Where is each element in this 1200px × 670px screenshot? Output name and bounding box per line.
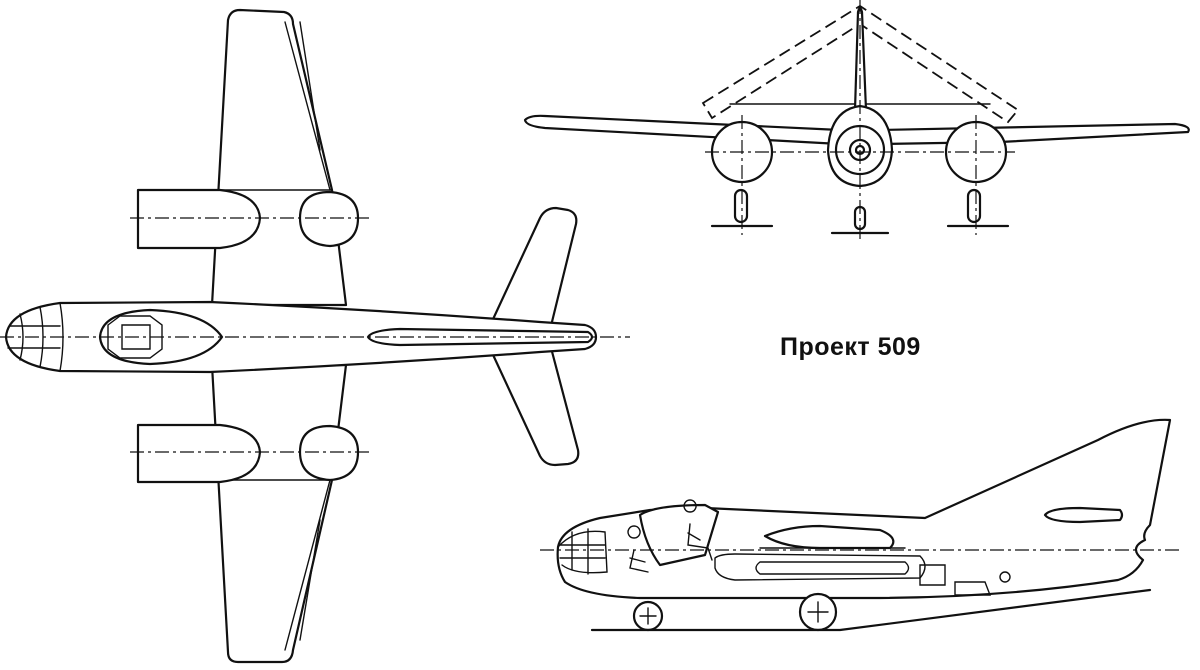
front-view-left-gear (733, 188, 749, 224)
side-view-bomb-bay (714, 553, 926, 581)
top-view (0, 8, 630, 664)
top-view-lower-flap-line (299, 519, 321, 641)
side-view-equipment-box (954, 581, 992, 596)
front-view (523, 0, 1190, 240)
top-view-lower-aileron-line (284, 479, 331, 651)
side-view-ground-line (590, 588, 1152, 632)
top-view-upper-wing (210, 8, 348, 307)
side-view (540, 418, 1180, 632)
top-view-lower-nacelle-front (136, 423, 262, 484)
drawing-caption: Проект 509 (780, 333, 921, 361)
front-view-wing (523, 114, 1190, 146)
side-view-wing-nacelle (763, 524, 895, 550)
top-view-upper-flap-line (299, 21, 321, 151)
front-view-right-gear (966, 188, 982, 224)
side-view-pilot-figure (683, 499, 713, 561)
side-view-rear-port (999, 571, 1011, 583)
top-view-lower-wing (210, 363, 348, 664)
side-view-rear-compartment (919, 564, 946, 586)
top-view-upper-nacelle-rear (298, 190, 360, 248)
side-view-navigator-figure (627, 525, 649, 573)
side-view-stabilizer (1043, 506, 1124, 524)
top-view-lower-nacelle-rear (298, 424, 360, 482)
top-view-upper-nacelle-front (136, 188, 262, 250)
top-view-upper-aileron-line (284, 21, 331, 191)
top-view-upper-stabilizer (486, 206, 578, 332)
side-view-fuselage (556, 418, 1172, 600)
top-view-lower-stabilizer (486, 342, 580, 467)
side-view-torpedo (755, 561, 910, 575)
side-view-nose-glazing (557, 528, 608, 575)
top-view-canopy-frame (107, 315, 163, 359)
